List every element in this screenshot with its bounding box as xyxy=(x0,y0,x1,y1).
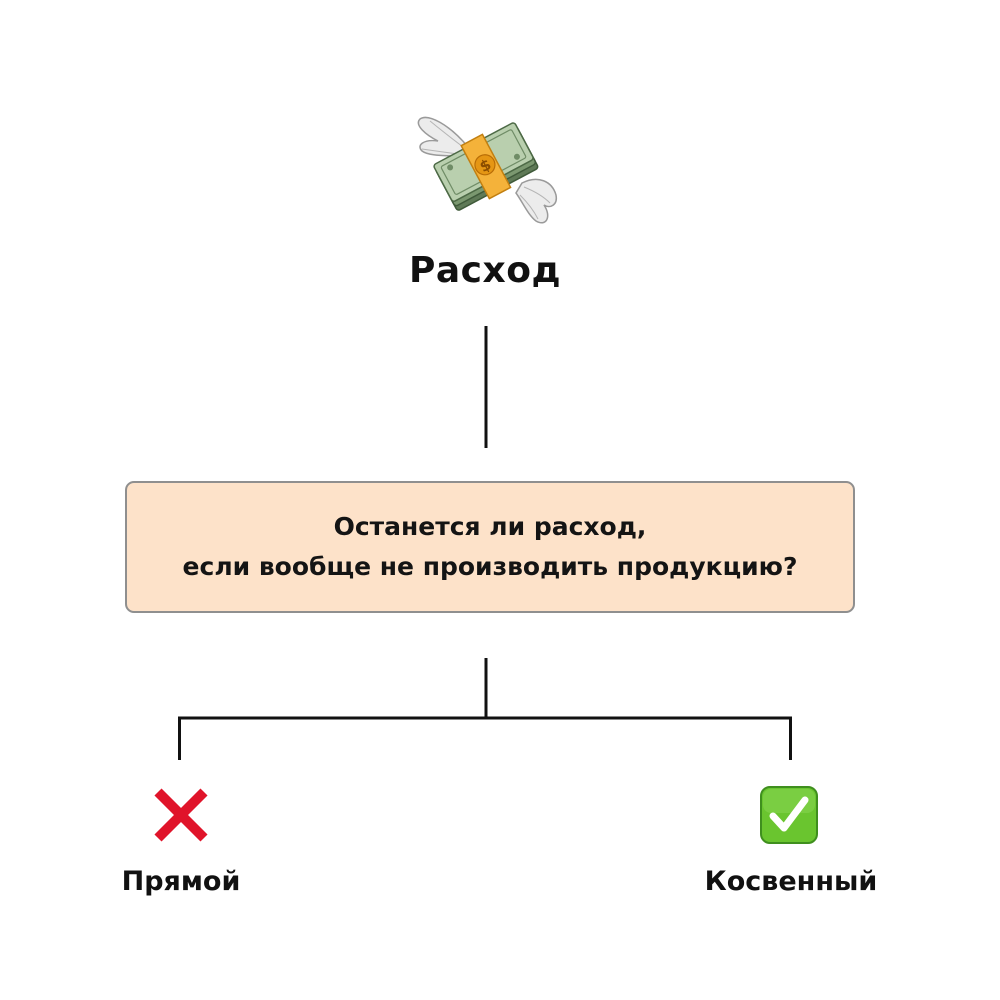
question-box: Останется ли расход, если вообще не прои… xyxy=(125,481,855,613)
cross-mark-icon xyxy=(154,788,208,842)
money-with-wings-icon: $ xyxy=(417,116,558,224)
branch-label-indirect: Косвенный xyxy=(704,866,878,897)
branch-label-direct: Прямой xyxy=(121,866,241,897)
question-line-1: Останется ли расход, xyxy=(333,512,647,541)
question-line-2: если вообще не производить продукцию? xyxy=(182,552,798,581)
check-mark-button-icon xyxy=(760,786,818,844)
root-node-label: Расход xyxy=(408,250,562,291)
